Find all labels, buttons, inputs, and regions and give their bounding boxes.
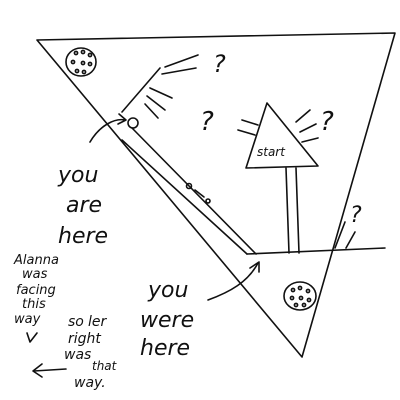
you-were-here-line-2: were <box>140 308 194 333</box>
cookie-bottom-right <box>283 281 317 311</box>
corridor-path <box>121 67 386 255</box>
alanna-note-line-4: this <box>22 297 46 312</box>
solar-note-line-6: way. <box>74 375 106 391</box>
map-outline <box>36 32 396 358</box>
arrow-you-are-here <box>89 113 127 143</box>
you-are-here-line-1: you <box>57 163 98 188</box>
solar-note-line-3: right <box>68 331 101 347</box>
rays-top <box>144 54 199 119</box>
solar-note-line-4: was <box>64 347 91 363</box>
question-mark-3: ? <box>320 107 334 137</box>
alanna-note-line-3: facing <box>16 283 56 298</box>
start-sign <box>237 102 319 254</box>
question-mark-4: ? <box>350 203 362 228</box>
alanna-note-line-1: Alanna <box>13 253 59 268</box>
solar-note-line-1: so <box>68 314 84 330</box>
cookie-top-left <box>65 47 97 77</box>
question-mark-2: ? <box>200 107 214 137</box>
grass-strokes <box>334 221 356 249</box>
you-are-here-line-3: here <box>58 224 108 249</box>
you-were-here-line-1: you <box>147 278 188 303</box>
start-label: start <box>257 145 286 159</box>
solar-note-line-5: that <box>92 359 118 373</box>
alanna-note-line-2: was <box>22 267 48 282</box>
you-are-here-line-2: are <box>66 193 102 218</box>
solar-note-line-2: ler <box>88 314 108 330</box>
question-mark-1: ? <box>213 50 226 78</box>
arrow-down <box>26 332 38 343</box>
arrow-left <box>32 363 67 378</box>
arrow-you-were-here <box>207 261 260 301</box>
alanna-note-line-5: way <box>14 312 41 327</box>
you-were-here-line-3: here <box>140 336 190 361</box>
